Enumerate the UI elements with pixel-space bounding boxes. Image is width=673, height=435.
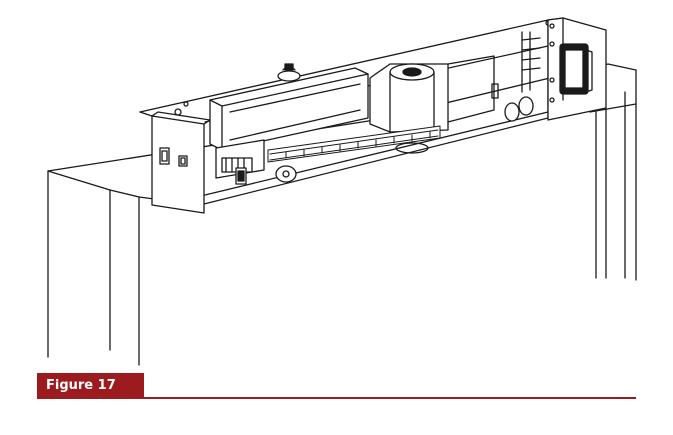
door-closer-body xyxy=(209,63,369,151)
control-board xyxy=(215,139,297,185)
power-inlet-icon xyxy=(159,147,170,165)
right-end-cap xyxy=(521,17,607,121)
power-switch-icon xyxy=(178,155,188,167)
caption-rule xyxy=(37,397,636,399)
figure-caption: Figure 17 xyxy=(37,373,144,398)
motor xyxy=(369,55,499,154)
capacitors xyxy=(504,96,534,122)
left-end-cap xyxy=(151,111,211,214)
drive-belt xyxy=(267,125,441,163)
